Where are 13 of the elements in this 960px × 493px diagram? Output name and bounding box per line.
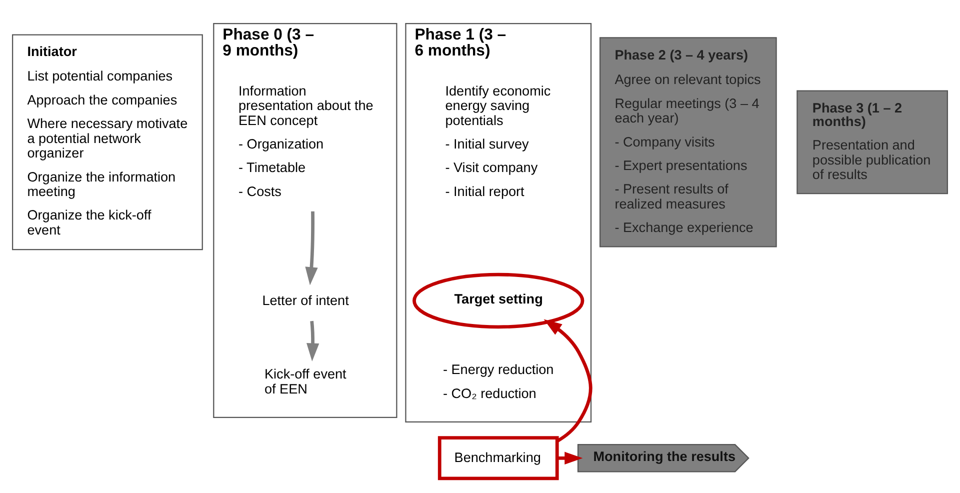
node-box: Benchmarking bbox=[438, 436, 559, 480]
node-text: Identify economic energy saving potentials - Initial survey - Visit company - Initial report bbox=[445, 83, 551, 199]
node-box: Phase 3 (1 – 2 months) Presentation and possible publication of results bbox=[796, 90, 948, 194]
node-text: Letter of intent bbox=[262, 292, 349, 308]
arrow bbox=[306, 320, 320, 362]
node-box: Initiator List potential companies Approach the companies Where necessary motivate a potential network organizer Organize the information meeting Organize the kick-off event bbox=[12, 34, 203, 250]
node-ellipse: Target setting bbox=[412, 272, 584, 329]
arrow bbox=[305, 211, 318, 286]
node-text: Kick-off event of EEN bbox=[264, 366, 346, 396]
node-text: - Energy reduction - CO₂ reduction bbox=[443, 362, 554, 401]
arrow bbox=[544, 319, 592, 442]
node-box: Phase 2 (3 – 4 years) Agree on relevant topics Regular meetings (3 – 4 each year) - Company visits - Expert presentations - Present results of realized measures - Exchange experience bbox=[599, 37, 777, 248]
node-text: Information presentation about the EEN concept - Organization - Timetable - Costs bbox=[238, 83, 374, 199]
